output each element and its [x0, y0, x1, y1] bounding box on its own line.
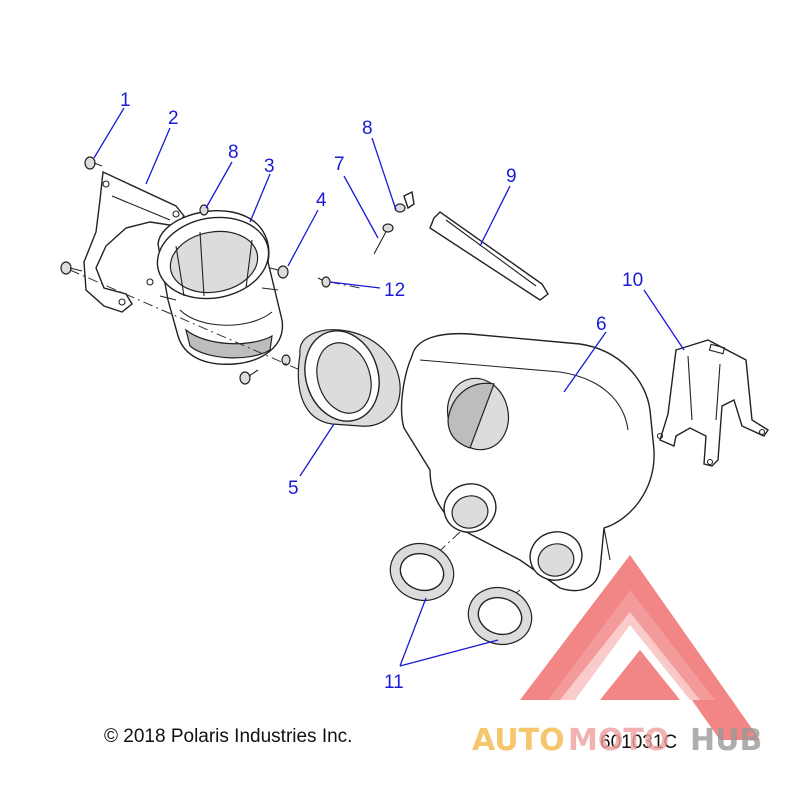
callout-11: 11: [384, 672, 404, 693]
part-9-strap: [429, 211, 549, 301]
part-10-bracket: [656, 339, 769, 467]
screw-left: [60, 261, 83, 275]
diagram-number: 601031C: [600, 732, 677, 753]
leader-lines: [93, 107, 685, 667]
part-7-rivet: [373, 223, 394, 255]
part-11-grommet-b: [467, 586, 533, 646]
watermark-auto: AUTO: [472, 723, 565, 758]
part-8-washer-right: [394, 190, 415, 213]
callout-7: 7: [334, 154, 345, 175]
watermark-moto: MOTO: [568, 723, 669, 758]
callout-10: 10: [622, 270, 643, 291]
callout-4: 4: [316, 190, 327, 211]
part-12-screw: [317, 276, 331, 288]
copyright-notice: © 2018 Polaris Industries Inc.: [104, 726, 352, 747]
callout-1: 1: [120, 90, 131, 111]
watermark-logo: [520, 555, 760, 740]
callout-2: 2: [168, 108, 179, 129]
callout-8-left: 8: [228, 142, 239, 163]
callout-12: 12: [384, 280, 405, 301]
part-1-screw: [84, 156, 103, 170]
part-5-ring: [297, 329, 401, 427]
part-4-screw: [269, 265, 289, 279]
watermark-hub: HUB: [690, 723, 762, 758]
screw-duct-bottom: [239, 354, 291, 385]
callout-6: 6: [596, 314, 607, 335]
part-6-housing: [400, 332, 655, 592]
callout-8-right: 8: [362, 118, 373, 139]
callout-3: 3: [264, 156, 275, 177]
part-11-grommet-a: [389, 542, 455, 602]
part-3-intake-duct: [146, 210, 284, 365]
callout-9: 9: [506, 166, 517, 187]
watermark-text: AUTO MOTO HUB: [472, 723, 762, 758]
callout-5: 5: [288, 478, 299, 499]
